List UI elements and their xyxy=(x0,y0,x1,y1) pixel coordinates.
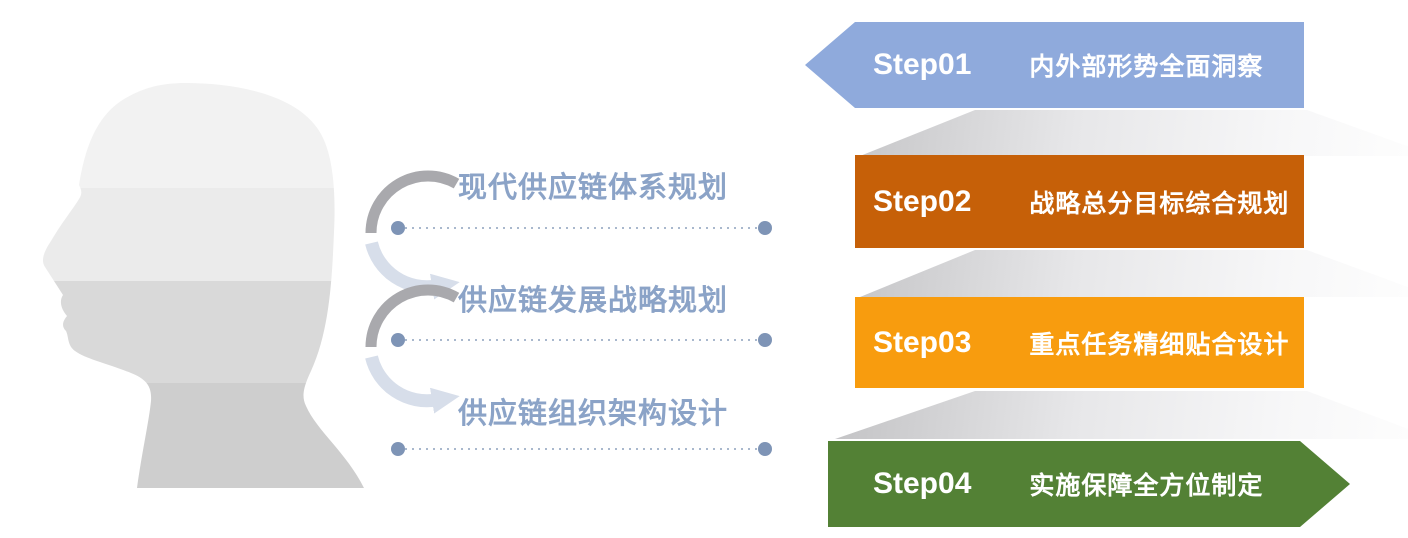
dotted-connector-1 xyxy=(391,221,772,235)
head-silhouette-graphic xyxy=(43,83,364,488)
head-band-4 xyxy=(43,383,364,488)
step-number: Step02 xyxy=(873,184,972,218)
swirl-arrow-1-gray-icon xyxy=(365,170,460,234)
connector-dot-left xyxy=(391,442,405,456)
head-band-3 xyxy=(43,281,364,383)
step-banner-4: Step04 实施保障全方位制定 xyxy=(828,441,1350,527)
step-title: 实施保障全方位制定 xyxy=(1029,472,1264,500)
step-number: Step01 xyxy=(873,48,972,81)
step-title: 内外部形势全面洞察 xyxy=(1029,53,1264,81)
planning-item-label-3: 供应链组织架构设计 xyxy=(458,398,729,430)
connector-dot-right xyxy=(758,442,772,456)
connector-dot-left xyxy=(391,221,405,235)
connector-dot-right xyxy=(758,333,772,347)
dotted-connector-2 xyxy=(391,333,772,347)
step-banner-2: Step02 战略总分目标综合规划 xyxy=(855,155,1304,248)
step-title: 重点任务精细贴合设计 xyxy=(1029,330,1290,359)
swirl-arrow-2-blue-icon xyxy=(365,355,460,414)
dotted-connector-3 xyxy=(391,442,772,456)
planning-item-label-1: 现代供应链体系规划 xyxy=(458,172,729,204)
head-band-2 xyxy=(43,188,364,281)
step-title: 战略总分目标综合规划 xyxy=(1029,189,1290,218)
step-banner-1: Step01 内外部形势全面洞察 xyxy=(805,22,1304,108)
swirl-arrow-2-gray-icon xyxy=(365,284,460,348)
connector-dot-right xyxy=(758,221,772,235)
head-band-1 xyxy=(43,83,364,188)
step-banner-3: Step03 重点任务精细贴合设计 xyxy=(855,297,1304,388)
swirl-arrow-1-blue-icon xyxy=(365,241,460,300)
step-number: Step03 xyxy=(873,325,972,359)
connector-dot-left xyxy=(391,333,405,347)
step-number: Step04 xyxy=(873,467,972,500)
planning-item-label-2: 供应链发展战略规划 xyxy=(458,285,729,317)
